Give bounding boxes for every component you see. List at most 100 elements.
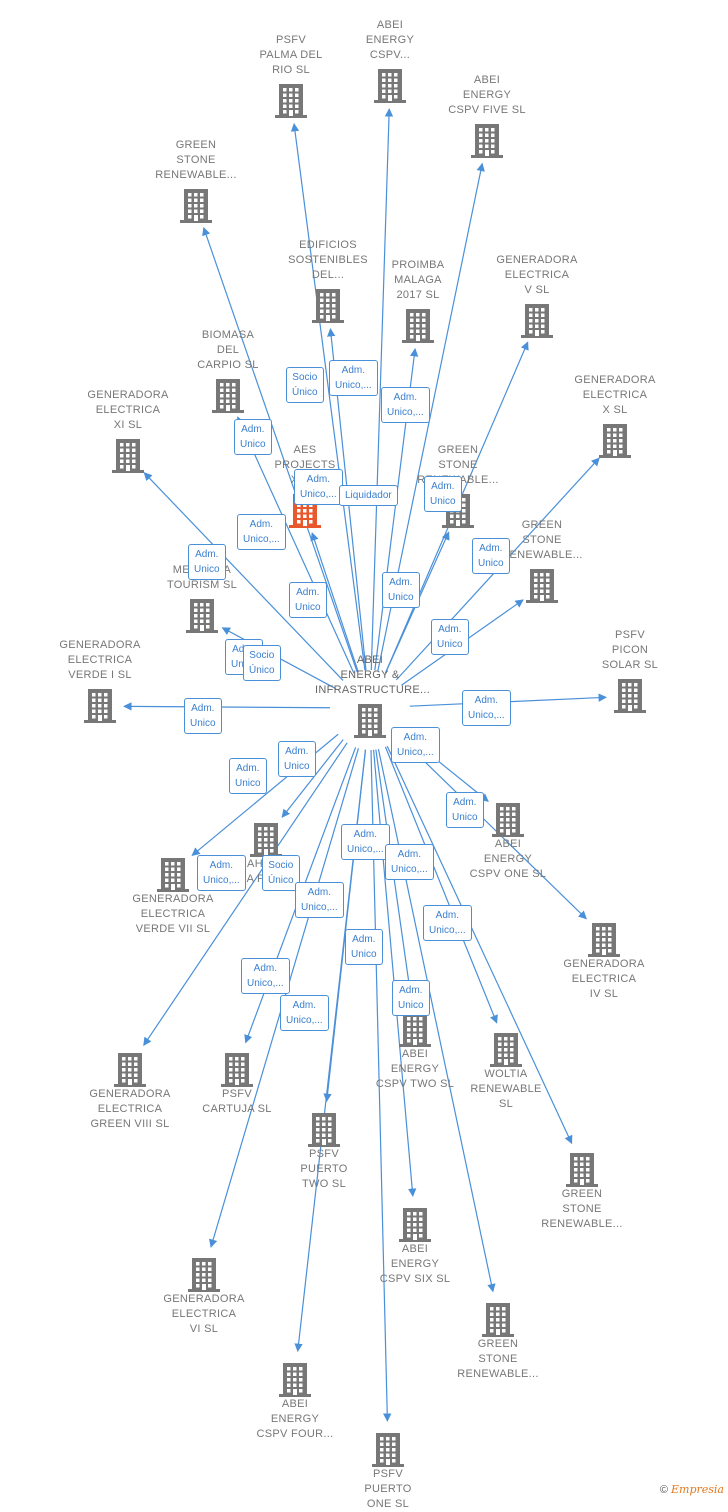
brand-logo[interactable]: Empresia: [671, 1483, 724, 1496]
company-node-gen-verde-vii[interactable]: GENERADORA ELECTRICA VERDE VII SL: [118, 852, 228, 937]
company-name: GENERADORA ELECTRICA V SL: [496, 254, 578, 296]
building-icon: [180, 189, 212, 223]
company-node-psfv-picon[interactable]: PSFV PICON SOLAR SL: [575, 628, 685, 713]
relation-label[interactable]: Adm. Unico,...: [462, 690, 511, 726]
edge-line-green-stone-5: [377, 748, 496, 1293]
relation-label[interactable]: Adm. Unico: [234, 419, 272, 455]
building-icon: [372, 1433, 404, 1467]
relation-label[interactable]: Adm. Unico: [184, 698, 222, 734]
company-node-proimba[interactable]: PROIMBA MALAGA 2017 SL: [363, 258, 473, 343]
relation-label[interactable]: Adm. Unico,...: [295, 882, 344, 918]
company-name: GENERADORA ELECTRICA XI SL: [87, 389, 169, 431]
company-node-gen-green-viii[interactable]: GENERADORA ELECTRICA GREEN VIII SL: [75, 1047, 185, 1132]
building-icon: [399, 1208, 431, 1242]
edge-line-woltia: [384, 746, 498, 1024]
relation-label[interactable]: Adm. Unico: [188, 544, 226, 580]
company-name: PSFV PUERTO TWO SL: [300, 1148, 348, 1190]
company-node-abei-five[interactable]: ABEI ENERGY CSPV FIVE SL: [432, 73, 542, 158]
relation-label[interactable]: Adm. Unico,...: [197, 855, 246, 891]
center-company-node[interactable]: ABEI ENERGY & INFRASTRUCTURE...: [315, 653, 430, 738]
relation-label[interactable]: Socio Único: [262, 855, 300, 891]
copyright-symbol: ©: [659, 1484, 668, 1496]
relation-label[interactable]: Adm. Unico: [446, 792, 484, 828]
relation-label[interactable]: Liquidador: [339, 485, 398, 506]
relation-label[interactable]: Adm. Unico,...: [423, 905, 472, 941]
relation-label[interactable]: Adm. Unico: [472, 538, 510, 574]
relation-label[interactable]: Adm. Unico: [431, 619, 469, 655]
relation-label[interactable]: Adm. Unico: [229, 758, 267, 794]
edge-line-gen-verde-i: [123, 702, 331, 711]
building-icon: [212, 379, 244, 413]
relation-label[interactable]: Adm. Unico,...: [241, 958, 290, 994]
relation-label[interactable]: Adm. Unico: [392, 980, 430, 1016]
company-name: ABEI ENERGY CSPV ONE SL: [469, 838, 547, 880]
company-name: EDIFICIOS SOSTENIBLES DEL...: [288, 239, 368, 281]
company-node-abei-one[interactable]: ABEI ENERGY CSPV ONE SL: [453, 797, 563, 882]
company-node-green-stone-3[interactable]: GREEN STONE RENEWABLE...: [487, 518, 597, 603]
company-node-woltia[interactable]: WOLTIA RENEWABLE SL: [451, 1027, 561, 1112]
relation-label[interactable]: Socio Único: [243, 645, 281, 681]
company-node-abei-four[interactable]: ABEI ENERGY CSPV FOUR...: [240, 1357, 350, 1442]
company-node-psfv-puerto-two[interactable]: PSFV PUERTO TWO SL: [269, 1107, 379, 1192]
building-icon: [526, 569, 558, 603]
relation-label[interactable]: Adm. Unico: [345, 929, 383, 965]
company-node-gen-xi[interactable]: GENERADORA ELECTRICA XI SL: [73, 388, 183, 473]
relation-label[interactable]: Adm. Unico,...: [280, 995, 329, 1031]
building-icon: [188, 1258, 220, 1292]
company-name: ABEI ENERGY CSPV FOUR...: [256, 1398, 334, 1440]
edge-line-psfv-puerto-one: [370, 749, 392, 1422]
edge-line-abei-cspv-top: [370, 108, 394, 671]
company-node-abei-cspv-top[interactable]: ABEI ENERGY CSPV...: [335, 18, 445, 103]
building-icon: [221, 1053, 253, 1087]
company-name: GREEN STONE RENEWABLE...: [541, 1188, 623, 1230]
relation-label[interactable]: Adm. Unico,...: [385, 844, 434, 880]
building-icon: [614, 679, 646, 713]
relation-label[interactable]: Adm. Unico,...: [237, 514, 286, 550]
company-node-biomasa[interactable]: BIOMASA DEL CARPIO SL: [173, 328, 283, 413]
company-node-green-stone-1[interactable]: GREEN STONE RENEWABLE...: [141, 138, 251, 223]
company-node-edificios[interactable]: EDIFICIOS SOSTENIBLES DEL...: [273, 238, 383, 323]
company-name: GENERADORA ELECTRICA VERDE VII SL: [132, 893, 214, 935]
company-node-green-stone-5[interactable]: GREEN STONE RENEWABLE...: [443, 1297, 553, 1382]
relation-label[interactable]: Adm. Unico,...: [341, 824, 390, 860]
building-icon: [308, 1113, 340, 1147]
relation-label[interactable]: Adm. Unico: [424, 476, 462, 512]
relation-label[interactable]: Adm. Unico,...: [381, 387, 430, 423]
edge-line-biomasa: [236, 416, 355, 674]
company-node-gen-verde-i[interactable]: GENERADORA ELECTRICA VERDE I SL: [45, 638, 155, 723]
relation-label[interactable]: Adm. Unico: [382, 572, 420, 608]
building-icon: [250, 823, 282, 857]
company-node-psfv-cartuja[interactable]: PSFV CARTUJA SL: [182, 1047, 292, 1117]
company-node-gen-v[interactable]: GENERADORA ELECTRICA V SL: [482, 253, 592, 338]
building-icon: [471, 124, 503, 158]
company-name: WOLTIA RENEWABLE SL: [470, 1068, 542, 1110]
building-icon: [312, 289, 344, 323]
relation-label[interactable]: Adm. Unico: [278, 741, 316, 777]
relation-label[interactable]: Adm. Unico,...: [391, 727, 440, 763]
company-node-abei-six[interactable]: ABEI ENERGY CSPV SIX SL: [360, 1202, 470, 1287]
building-icon: [186, 599, 218, 633]
company-node-abei-two[interactable]: ABEI ENERGY CSPV TWO SL: [360, 1007, 470, 1092]
building-icon: [84, 689, 116, 723]
company-node-gen-vi[interactable]: GENERADORA ELECTRICA VI SL: [149, 1252, 259, 1337]
company-node-gen-iv[interactable]: GENERADORA ELECTRICA IV SL: [549, 917, 659, 1002]
company-node-green-stone-4[interactable]: GREEN STONE RENEWABLE...: [527, 1147, 637, 1232]
company-name: GREEN STONE RENEWABLE...: [457, 1338, 539, 1380]
relation-label[interactable]: Socio Único: [286, 367, 324, 403]
company-name: GENERADORA ELECTRICA X SL: [574, 374, 656, 416]
building-icon: [599, 424, 631, 458]
company-name: ABEI ENERGY CSPV...: [365, 19, 415, 61]
edge-line-gen-xi: [143, 472, 344, 681]
building-icon: [490, 1033, 522, 1067]
company-node-gen-x[interactable]: GENERADORA ELECTRICA X SL: [560, 373, 670, 458]
relation-label[interactable]: Adm. Unico: [289, 582, 327, 618]
company-name: GENERADORA ELECTRICA VERDE I SL: [59, 639, 141, 681]
company-name: ABEI ENERGY CSPV SIX SL: [379, 1243, 451, 1285]
company-name: GENERADORA ELECTRICA IV SL: [563, 958, 645, 1000]
relation-label[interactable]: Adm. Unico,...: [329, 360, 378, 396]
company-name: PROIMBA MALAGA 2017 SL: [391, 259, 445, 301]
relation-label[interactable]: Adm. Unico,...: [294, 469, 343, 505]
company-node-psfv-puerto-one[interactable]: PSFV PUERTO ONE SL: [333, 1427, 443, 1512]
company-node-psfv-palma[interactable]: PSFV PALMA DEL RIO SL: [236, 33, 346, 118]
building-icon: [114, 1053, 146, 1087]
